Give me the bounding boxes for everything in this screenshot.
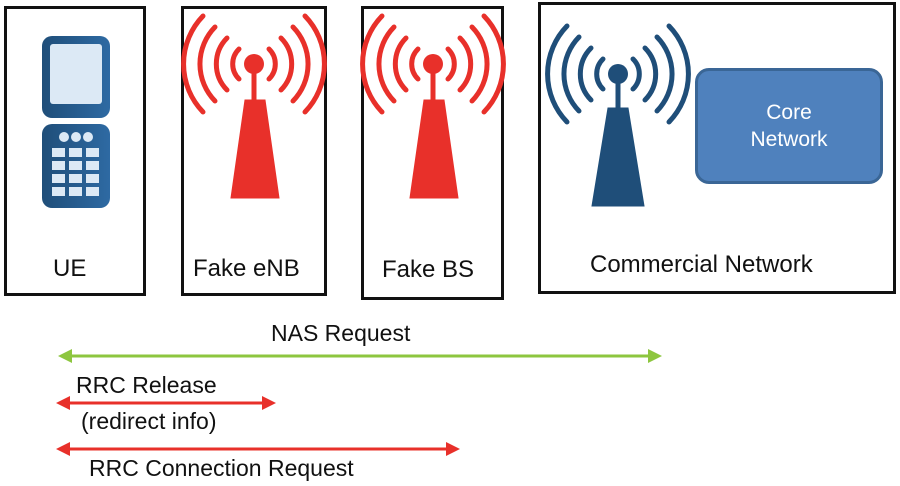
rrc-release-info-label: (redirect info): [81, 408, 217, 434]
fake-enb-label: Fake eNB: [193, 255, 300, 282]
fake-bs-label: Fake BS: [382, 256, 475, 283]
core-network-box: Core Network: [695, 68, 883, 184]
ue-label: UE: [53, 255, 87, 282]
nas-request-label: NAS Request: [271, 320, 411, 346]
commercial-network-label: Commercial Network: [590, 251, 813, 278]
rrc-connection-request-label: RRC Connection Request: [89, 455, 354, 481]
fake-bs-tower-icon: [360, 13, 506, 199]
fake-enb-tower-icon: [181, 13, 327, 199]
commercial-tower-icon: [545, 23, 691, 207]
mobile-phone-icon: [42, 36, 110, 208]
rrc-release-arrow: [56, 396, 276, 410]
core-network-label-line2: Network: [750, 128, 828, 151]
rrc-connection-request-arrow: [56, 442, 460, 456]
core-network-label-line1: Core: [766, 101, 812, 124]
rrc-release-label: RRC Release: [76, 372, 217, 398]
nas-request-arrow: [58, 349, 662, 363]
